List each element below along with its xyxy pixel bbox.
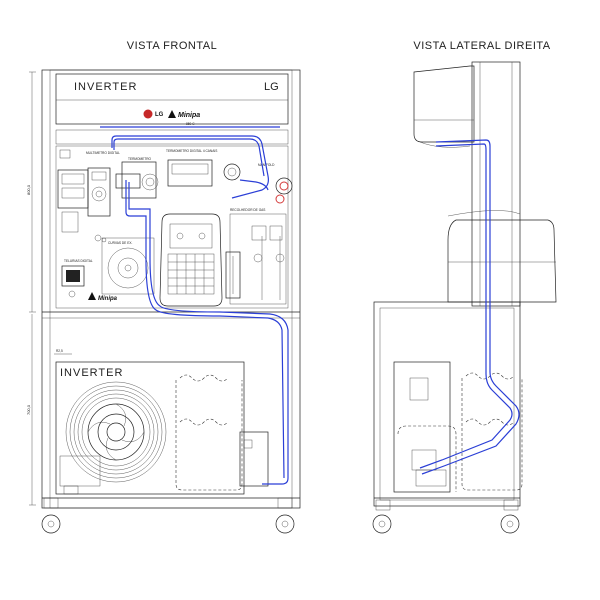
pressure-switch [57, 169, 89, 209]
compressor-outline [175, 380, 243, 491]
lg-logo-icon [143, 109, 153, 119]
front-casters [41, 497, 295, 534]
low-pressure-gauge-icon [223, 163, 241, 181]
front-view-title: VISTA FRONTAL [127, 40, 217, 52]
refrigerant-pipes-side [419, 139, 520, 475]
side-view [372, 61, 557, 534]
indoor-unit-label: INVERTER [74, 81, 137, 93]
curves-label: CURVAS DE EX. [108, 241, 132, 245]
front-view: 800,0 700,0 INVERTER LG LG Minipa 850 C [26, 69, 301, 534]
multimeter [87, 167, 111, 217]
indoor-unit-brand: LG [264, 81, 279, 93]
minipa-logo-small-text: Minipa [98, 296, 118, 302]
model-text: 850 C [186, 122, 195, 126]
wattmeter-label: TELURIAS DIGITAL [64, 259, 93, 263]
thermometer-label: TERMOMETRO [128, 157, 152, 161]
shelf-appliance-side [447, 219, 557, 303]
manifold-label: MANIFOLD [258, 163, 275, 167]
indoor-unit-side [413, 65, 475, 143]
high-pressure-gauge-icon [275, 177, 293, 195]
minipa-logo-text: Minipa [178, 112, 200, 119]
digital-thermometer-label: TERMOMETRO DIGITAL 4 CANAIS [166, 149, 217, 153]
flow-meter [225, 251, 241, 299]
compressor-side-outline [461, 378, 523, 491]
recovery-machine [159, 213, 223, 307]
multimeter-label: MULTIMETRO DIGITAL [86, 151, 120, 155]
gas-recovery-panel [229, 213, 287, 305]
side-view-title: VISTA LATERAL DIREITA [413, 40, 550, 52]
condenser-fan-icon [65, 381, 167, 483]
minipa-logo-small-icon [88, 292, 96, 300]
side-frame-lower [373, 301, 521, 507]
refrigerant-pipes-front [111, 135, 289, 485]
pressure-gauge-icon [141, 173, 159, 191]
thermometer-box [121, 161, 157, 199]
keypad [167, 253, 215, 295]
dimension-small: R2,5 [56, 349, 63, 353]
indoor-unit-front: INVERTER LG LG Minipa 850 C [55, 73, 289, 145]
condenser-unit-front: R2,5 INVERTER [54, 349, 269, 495]
side-frame-upper [471, 61, 521, 307]
dimension-lines: 800,0 700,0 [26, 71, 36, 506]
wattmeter [61, 265, 85, 287]
dimension-lower: 700,0 [26, 404, 31, 415]
digital-thermometer [167, 159, 213, 187]
accumulator [239, 431, 269, 487]
side-casters [372, 499, 520, 534]
curves-chart-icon [107, 247, 149, 289]
gas-recovery-label: RECOLHEDOR DE GAS [230, 208, 265, 212]
instrument-panel: MULTIMETRO DIGITAL TERMOMETRO TERMOMETRO… [55, 145, 293, 309]
dimension-upper: 800,0 [26, 184, 31, 195]
minipa-logo-icon [168, 110, 176, 118]
lg-logo-text: LG [155, 112, 164, 118]
red-valve-icon [275, 194, 285, 204]
condenser-unit-label: INVERTER [60, 367, 123, 379]
condenser-side [393, 361, 451, 493]
